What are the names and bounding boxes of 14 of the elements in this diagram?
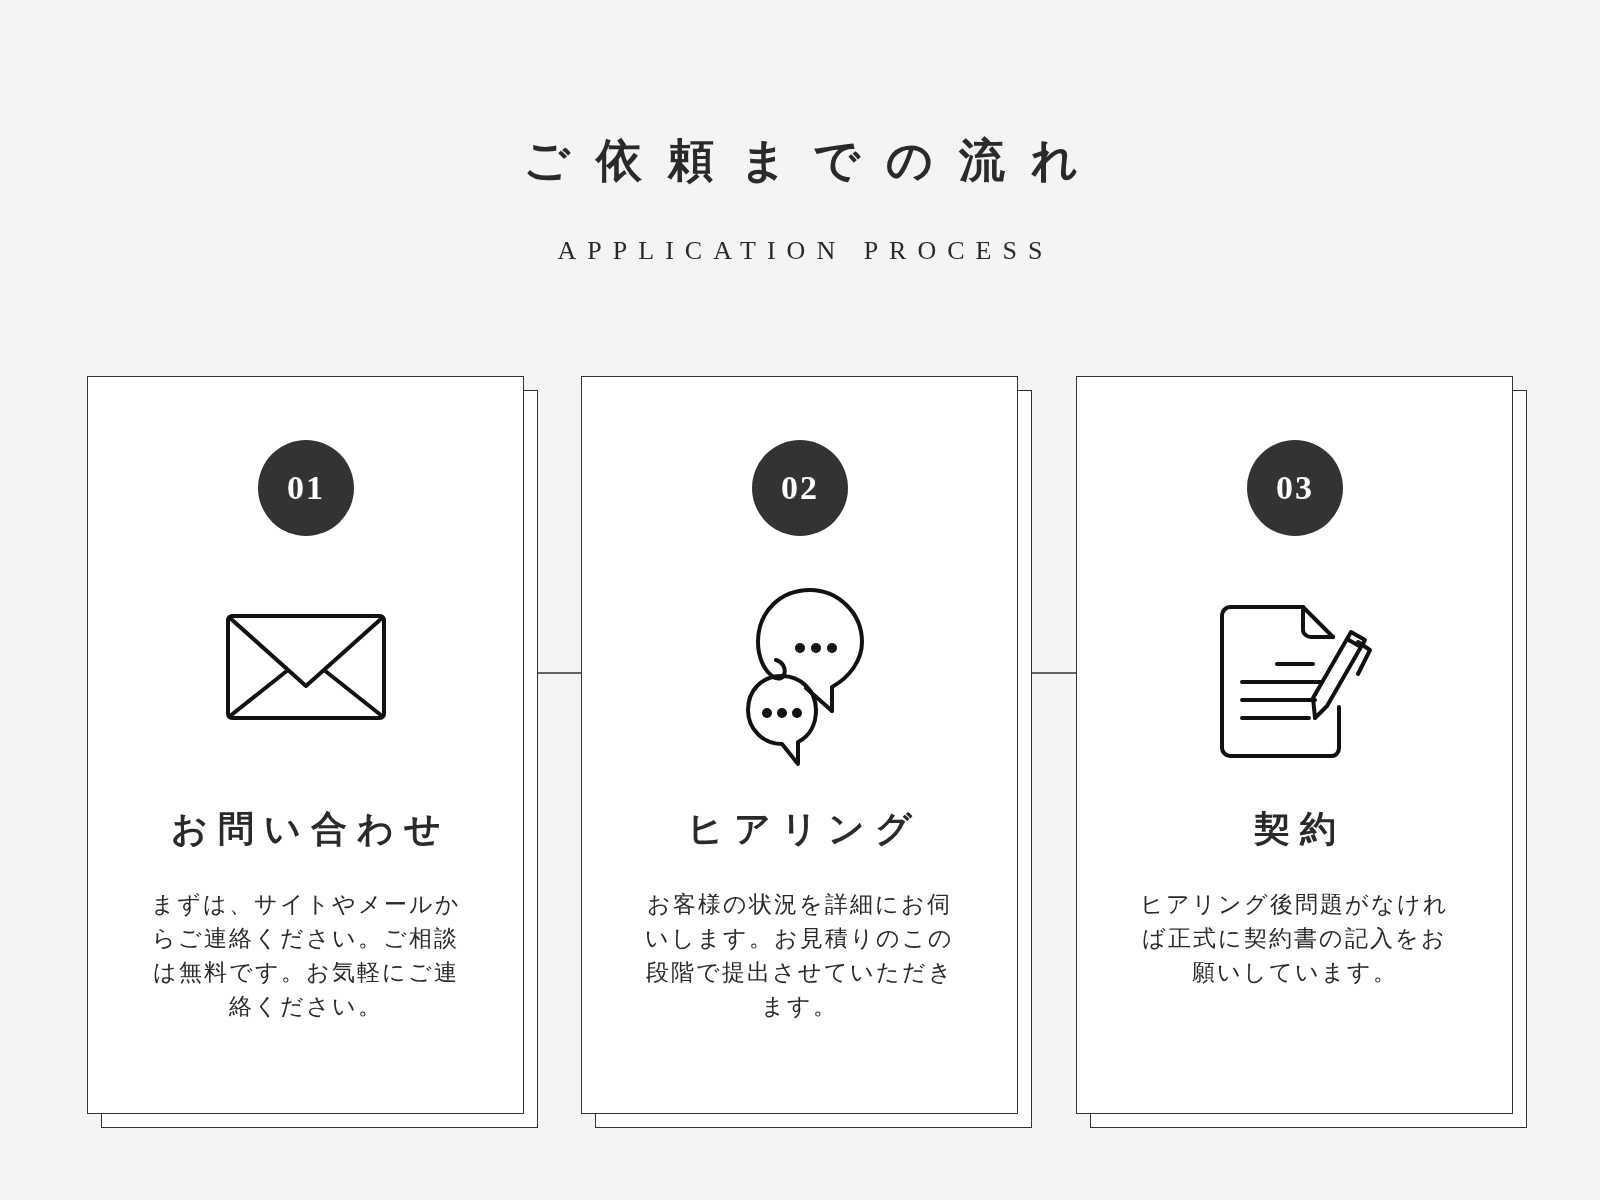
step-number-circle: 02 [752, 440, 848, 536]
step-number-circle: 03 [1247, 440, 1343, 536]
card-heading: 契約 [1253, 806, 1346, 851]
card-heading: お問い合わせ [170, 806, 451, 851]
card [581, 376, 1018, 1114]
step-number-circle: 01 [258, 440, 354, 536]
card-description: お客様の状況を詳細にお伺いします。お見積りのこの段階で提出させていただきます。 [644, 890, 955, 1021]
card-heading: ヒアリング [687, 806, 922, 851]
subtitle: APPLICATION PROCESS [556, 236, 1055, 266]
card [87, 376, 524, 1114]
title: ご依頼までの流れ [521, 132, 1105, 189]
card [1076, 376, 1513, 1114]
card-description: まずは、サイトやメールからご連絡ください。ご相談は無料です。お気軽にご連絡ください。 [149, 890, 462, 1021]
card-description: ヒアリング後問題がなければ正式に契約書の記入をお願いしています。 [1139, 890, 1450, 987]
